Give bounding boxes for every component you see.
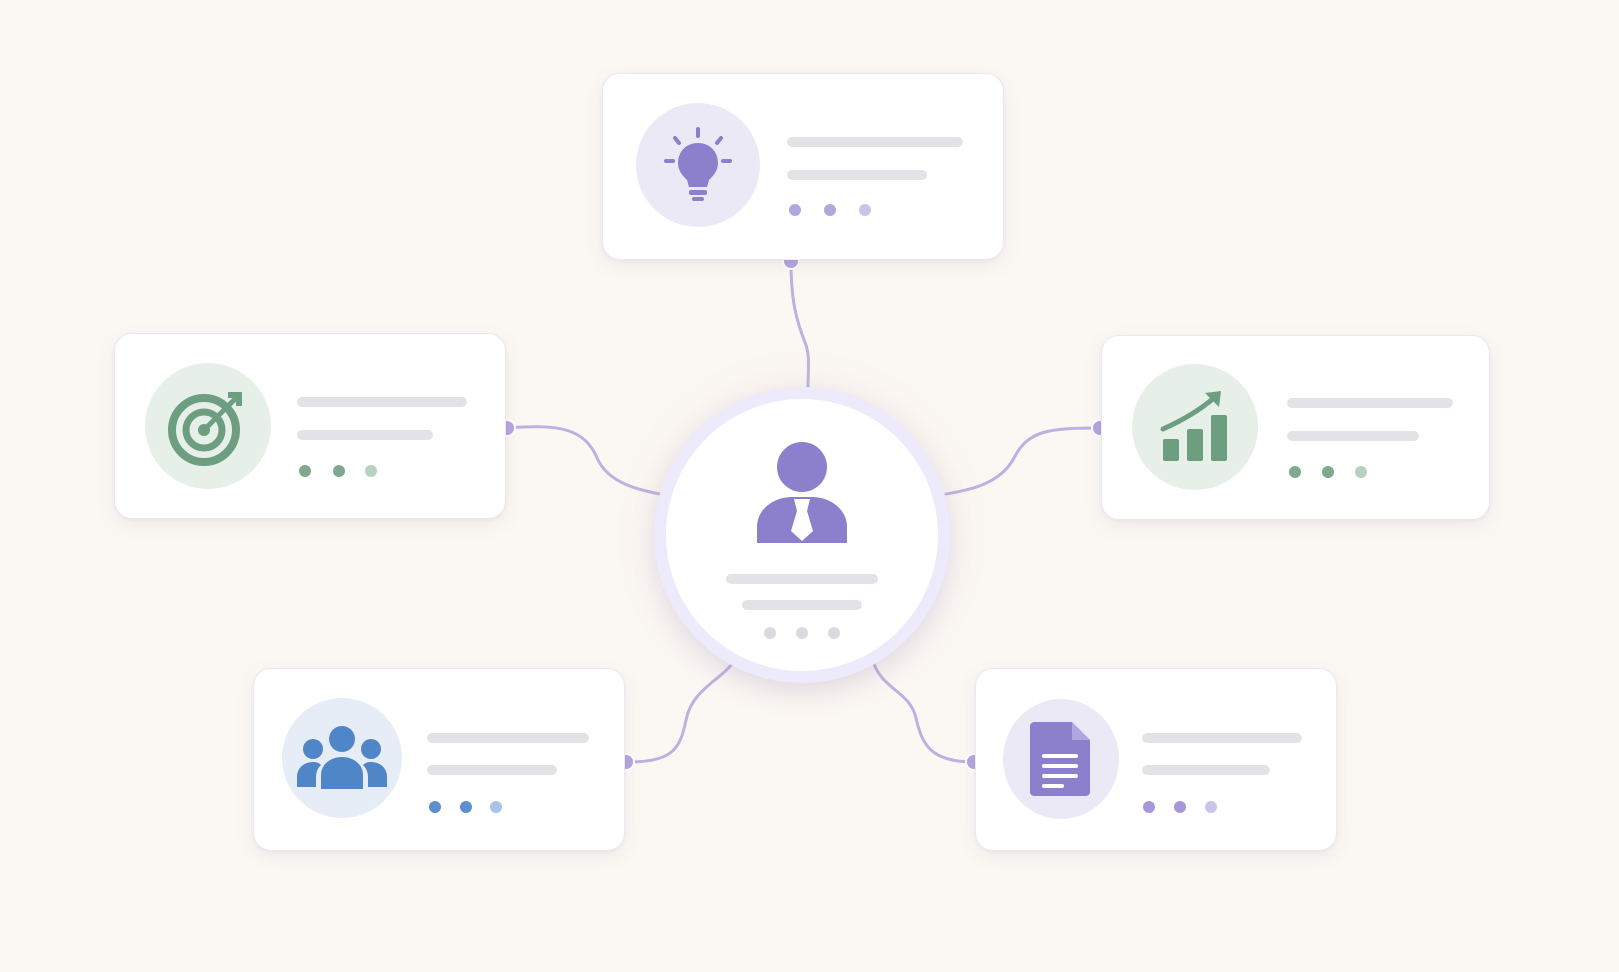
- icon-badge-ideas: [636, 103, 760, 227]
- ideas-text-placeholder-2: [787, 170, 927, 180]
- person-with-tie-icon: [757, 442, 847, 543]
- team-text-placeholder-1: [427, 733, 589, 743]
- ideas-dot-3: [859, 204, 871, 216]
- document-text-placeholder-1: [1142, 733, 1302, 743]
- growth-dot-3: [1355, 466, 1367, 478]
- team-dot-2: [460, 801, 472, 813]
- growth-dot-2: [1322, 466, 1334, 478]
- node-card-ideas[interactable]: [602, 73, 1004, 260]
- growth-dot-1: [1289, 466, 1301, 478]
- icon-badge-goals: [145, 363, 271, 489]
- connector-bottom-right: [872, 662, 976, 764]
- growth-text-placeholder-1: [1287, 398, 1453, 408]
- goals-dot-1: [299, 465, 311, 477]
- team-text-placeholder-2: [427, 765, 557, 775]
- ideas-dot-2: [824, 204, 836, 216]
- team-icon: [297, 726, 387, 789]
- growth-chart-icon: [1160, 391, 1227, 461]
- ideas-text-placeholder-1: [787, 137, 963, 147]
- center-text-placeholder-1: [726, 574, 878, 584]
- document-dot-1: [1143, 801, 1155, 813]
- icon-badge-growth: [1132, 364, 1258, 490]
- node-card-document[interactable]: [975, 668, 1337, 851]
- connector-top: [789, 260, 810, 388]
- goals-text-placeholder-2: [297, 430, 433, 440]
- center-node[interactable]: [666, 399, 938, 671]
- ideas-dot-1: [789, 204, 801, 216]
- center-dot-3: [828, 627, 840, 639]
- goals-dot-3: [365, 465, 377, 477]
- growth-text-placeholder-2: [1287, 431, 1419, 441]
- node-card-team[interactable]: [253, 668, 625, 851]
- center-dot-1: [764, 627, 776, 639]
- center-dot-2: [796, 627, 808, 639]
- connector-right: [944, 426, 1102, 496]
- node-card-growth[interactable]: [1101, 335, 1490, 520]
- document-icon: [1030, 722, 1090, 796]
- goals-dot-2: [333, 465, 345, 477]
- document-text-placeholder-2: [1142, 765, 1270, 775]
- icon-badge-document: [1003, 699, 1119, 819]
- lightbulb-icon: [664, 127, 732, 201]
- team-dot-3: [490, 801, 502, 813]
- connector-left: [505, 425, 662, 496]
- connector-bottom-left: [624, 662, 734, 764]
- icon-badge-team: [282, 698, 402, 818]
- goals-text-placeholder-1: [297, 397, 467, 407]
- document-dot-2: [1174, 801, 1186, 813]
- document-dot-3: [1205, 801, 1217, 813]
- target-arrow-icon: [168, 392, 242, 466]
- node-card-goals[interactable]: [114, 333, 506, 519]
- center-text-placeholder-2: [742, 600, 862, 610]
- team-dot-1: [429, 801, 441, 813]
